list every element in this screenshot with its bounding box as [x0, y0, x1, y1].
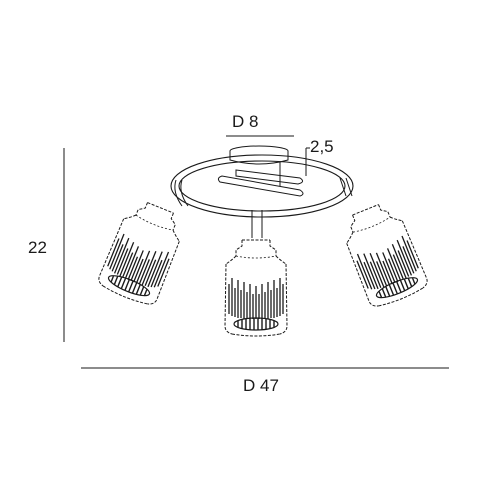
center-glass-shade: [224, 239, 288, 337]
cross-bar: [217, 162, 304, 197]
center-stem: [251, 210, 263, 238]
right-arm: [339, 177, 353, 197]
overall-diameter-label: D 47: [243, 376, 279, 395]
offset-label: 2,5: [310, 137, 334, 156]
right-glass-shade: [336, 197, 431, 312]
height-label: 22: [28, 238, 47, 257]
left-glass-shade: [95, 195, 190, 310]
left-arm: [174, 179, 189, 207]
top-diameter-label: D 8: [232, 112, 259, 131]
